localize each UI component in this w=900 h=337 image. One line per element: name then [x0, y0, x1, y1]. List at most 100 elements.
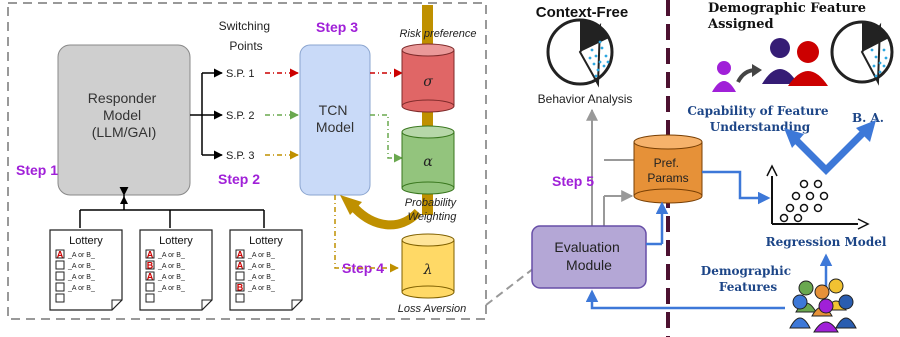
lottery-checkbox [55, 260, 65, 270]
lottery-checkbox [235, 271, 245, 281]
lottery-checkbox [235, 260, 245, 270]
svg-text:Evaluation Module: Evaluation Module [554, 239, 623, 273]
evaluation-label-1: Evaluation [554, 239, 619, 255]
pref-params-cylinder [633, 134, 703, 204]
step4-label: Step 4 [342, 260, 384, 276]
lottery-row-text: _A or B_ [157, 263, 185, 270]
lottery-row-text: _A or B_ [67, 285, 95, 292]
lottery-mark: B [237, 283, 244, 293]
sigma-cylinder [401, 43, 455, 113]
tcn-to-lambda-arrow [334, 195, 399, 273]
lottery-row-text: _A or B_ [247, 285, 275, 292]
demographic-features-1: Demographic [701, 264, 791, 278]
prob-weighting-2: Weighting [408, 211, 458, 223]
lottery-mark: B [147, 261, 154, 271]
lottery-checkbox [145, 249, 155, 259]
lottery-checkbox [55, 293, 65, 303]
lottery-row-text: _A or B_ [247, 274, 275, 281]
left-panel-frame [7, 2, 487, 320]
svg-text:Switching Points: Switching Points [219, 19, 274, 53]
tcn-label-1: TCN [319, 102, 348, 118]
lambda-cylinder [401, 233, 455, 299]
regression-scatter-icon [766, 164, 870, 230]
sigma-symbol: σ [423, 74, 433, 90]
step5-label: Step 5 [552, 173, 594, 189]
lottery-checkbox [145, 293, 155, 303]
dfa-title-2: Assigned [707, 17, 774, 32]
demographic-features-2: Features [719, 280, 777, 294]
lottery-checkbox [145, 260, 155, 270]
responder-label-1: Responder [88, 90, 157, 106]
pref-params-2: Params [647, 171, 688, 185]
lottery-checkbox [235, 282, 245, 292]
lottery-checkbox [145, 282, 155, 292]
loss-aversion-label: Loss Aversion [398, 303, 466, 315]
evaluation-module-box [531, 225, 647, 289]
ba-label: B. A. [852, 111, 884, 125]
behavior-analysis-label: Behavior Analysis [538, 92, 633, 106]
svg-text:Demographic Features: Demographic Features [701, 264, 795, 294]
lottery-title: Lottery [69, 235, 103, 247]
lottery-mark: A [147, 250, 154, 260]
lottery-row-text: _A or B_ [247, 252, 275, 259]
svg-text:Probability Weighting: Probability Weighting [405, 197, 459, 223]
svg-text:Capability of Feature Unde: Capability of Feature Understanding [687, 104, 832, 134]
regression-model-label: Regression Model [766, 235, 887, 249]
sp1-label: S.P. 1 [226, 68, 255, 80]
lottery-row-text: _A or B_ [67, 252, 95, 259]
context-free-title: Context-Free [536, 4, 629, 21]
pref-to-regression-arrow [702, 170, 771, 205]
feedback-curve-arrow [348, 201, 422, 230]
capability-label-1: Capability of Feature [687, 104, 828, 118]
dfa-title-1: Demographic Feature [708, 1, 866, 16]
lottery-mark: A [237, 261, 244, 271]
lottery-title: Lottery [249, 235, 283, 247]
prob-weighting-1: Probability [405, 197, 458, 209]
lambda-symbol: λ [423, 262, 433, 278]
lottery-row-text: _A or B_ [67, 274, 95, 281]
lottery-title: Lottery [159, 235, 193, 247]
pref-params-1: Pref. [654, 156, 679, 170]
step1-label: Step 1 [16, 162, 58, 178]
assigned-pie-icon [830, 20, 894, 86]
lottery-checkbox [145, 271, 155, 281]
responder-label-3: (LLM/GAI) [92, 124, 157, 140]
step2-label: Step 2 [218, 171, 260, 187]
lottery-row-text: _A or B_ [157, 252, 185, 259]
people-group-icon [789, 278, 857, 333]
lottery-checkbox [55, 249, 65, 259]
context-free-pie-icon [546, 18, 614, 88]
tcn-to-alpha-arrow [370, 114, 403, 163]
svg-text:Pref. Params: Pref. Params [647, 156, 688, 185]
svg-text:TCN Model: TCN Model [316, 102, 354, 135]
lottery-checkbox [55, 271, 65, 281]
lottery-row-text: _A or B_ [67, 263, 95, 270]
users-icon [712, 38, 828, 92]
lottery-row-text: _A or B_ [247, 263, 275, 270]
v-shape-arrows [793, 129, 867, 175]
evaluation-label-2: Module [566, 257, 612, 273]
step3-label: Step 3 [316, 19, 358, 35]
lottery-row-text: _A or B_ [157, 285, 185, 292]
switching-title-1: Switching [219, 19, 270, 33]
lottery-checkbox [235, 249, 245, 259]
lottery-row-text: _A or B_ [157, 274, 185, 281]
alpha-cylinder [401, 125, 455, 195]
lottery-mark: A [237, 250, 244, 260]
risk-preference-label: Risk preference [399, 28, 476, 40]
responder-label-2: Model [103, 107, 141, 123]
demographic-to-eval-arrow [585, 289, 785, 310]
sp2-label: S.P. 2 [226, 110, 255, 122]
alpha-symbol: α [423, 154, 433, 170]
lottery-checkbox [55, 282, 65, 292]
panel-connector-line [485, 264, 539, 306]
lottery-mark: A [147, 272, 154, 282]
tcn-label-2: Model [316, 119, 354, 135]
svg-text:Demographic Feature Assign: Demographic Feature Assigned [707, 1, 871, 32]
svg-text:Responder Model (LLM/G: Responder Model (LLM/GAI) [88, 90, 160, 140]
